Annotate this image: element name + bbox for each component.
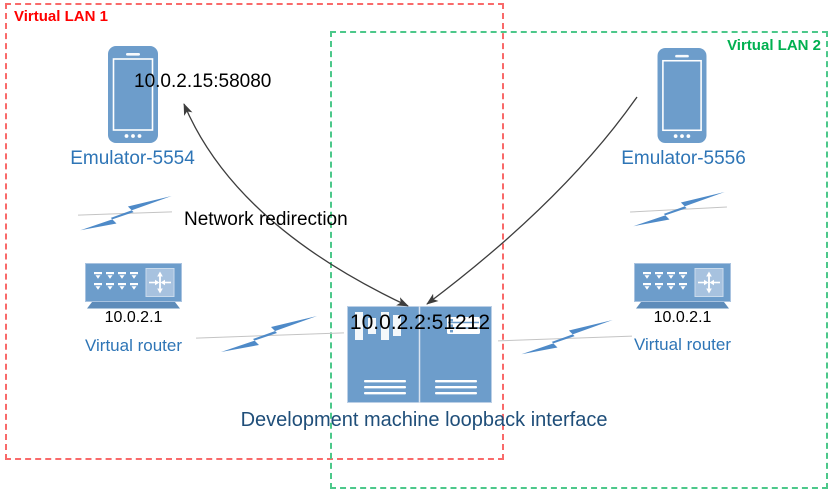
virtual-lan-2-label: Virtual LAN 2 xyxy=(727,37,821,54)
router-icon xyxy=(85,263,182,309)
phone-icon xyxy=(108,46,158,143)
server-icon xyxy=(347,306,492,403)
lightning-bolt-icon xyxy=(633,192,725,227)
lightning-bolt-icon xyxy=(221,316,317,352)
virtual-lan-1-label: Virtual LAN 1 xyxy=(14,8,108,25)
emulator1-label: Emulator-5554 xyxy=(70,148,195,169)
emulator1-address: 10.0.2.15:58080 xyxy=(134,71,272,92)
dev-machine-address: 10.0.2.2:51212 xyxy=(349,311,491,334)
router1-ip: 10.0.2.1 xyxy=(104,309,163,326)
emulator2-label: Emulator-5556 xyxy=(621,148,746,169)
router2-ip: 10.0.2.1 xyxy=(653,309,712,326)
router2-label: Virtual router xyxy=(633,335,731,354)
network-redirection-label: Network redirection xyxy=(184,209,348,230)
dev-machine-caption: Development machine loopback interface xyxy=(240,409,608,431)
router1-label: Virtual router xyxy=(84,336,182,355)
lightning-bolt-icon xyxy=(521,320,613,355)
lightning-bolt-icon xyxy=(80,196,172,231)
router-icon xyxy=(634,263,731,309)
phone-icon xyxy=(657,48,707,143)
